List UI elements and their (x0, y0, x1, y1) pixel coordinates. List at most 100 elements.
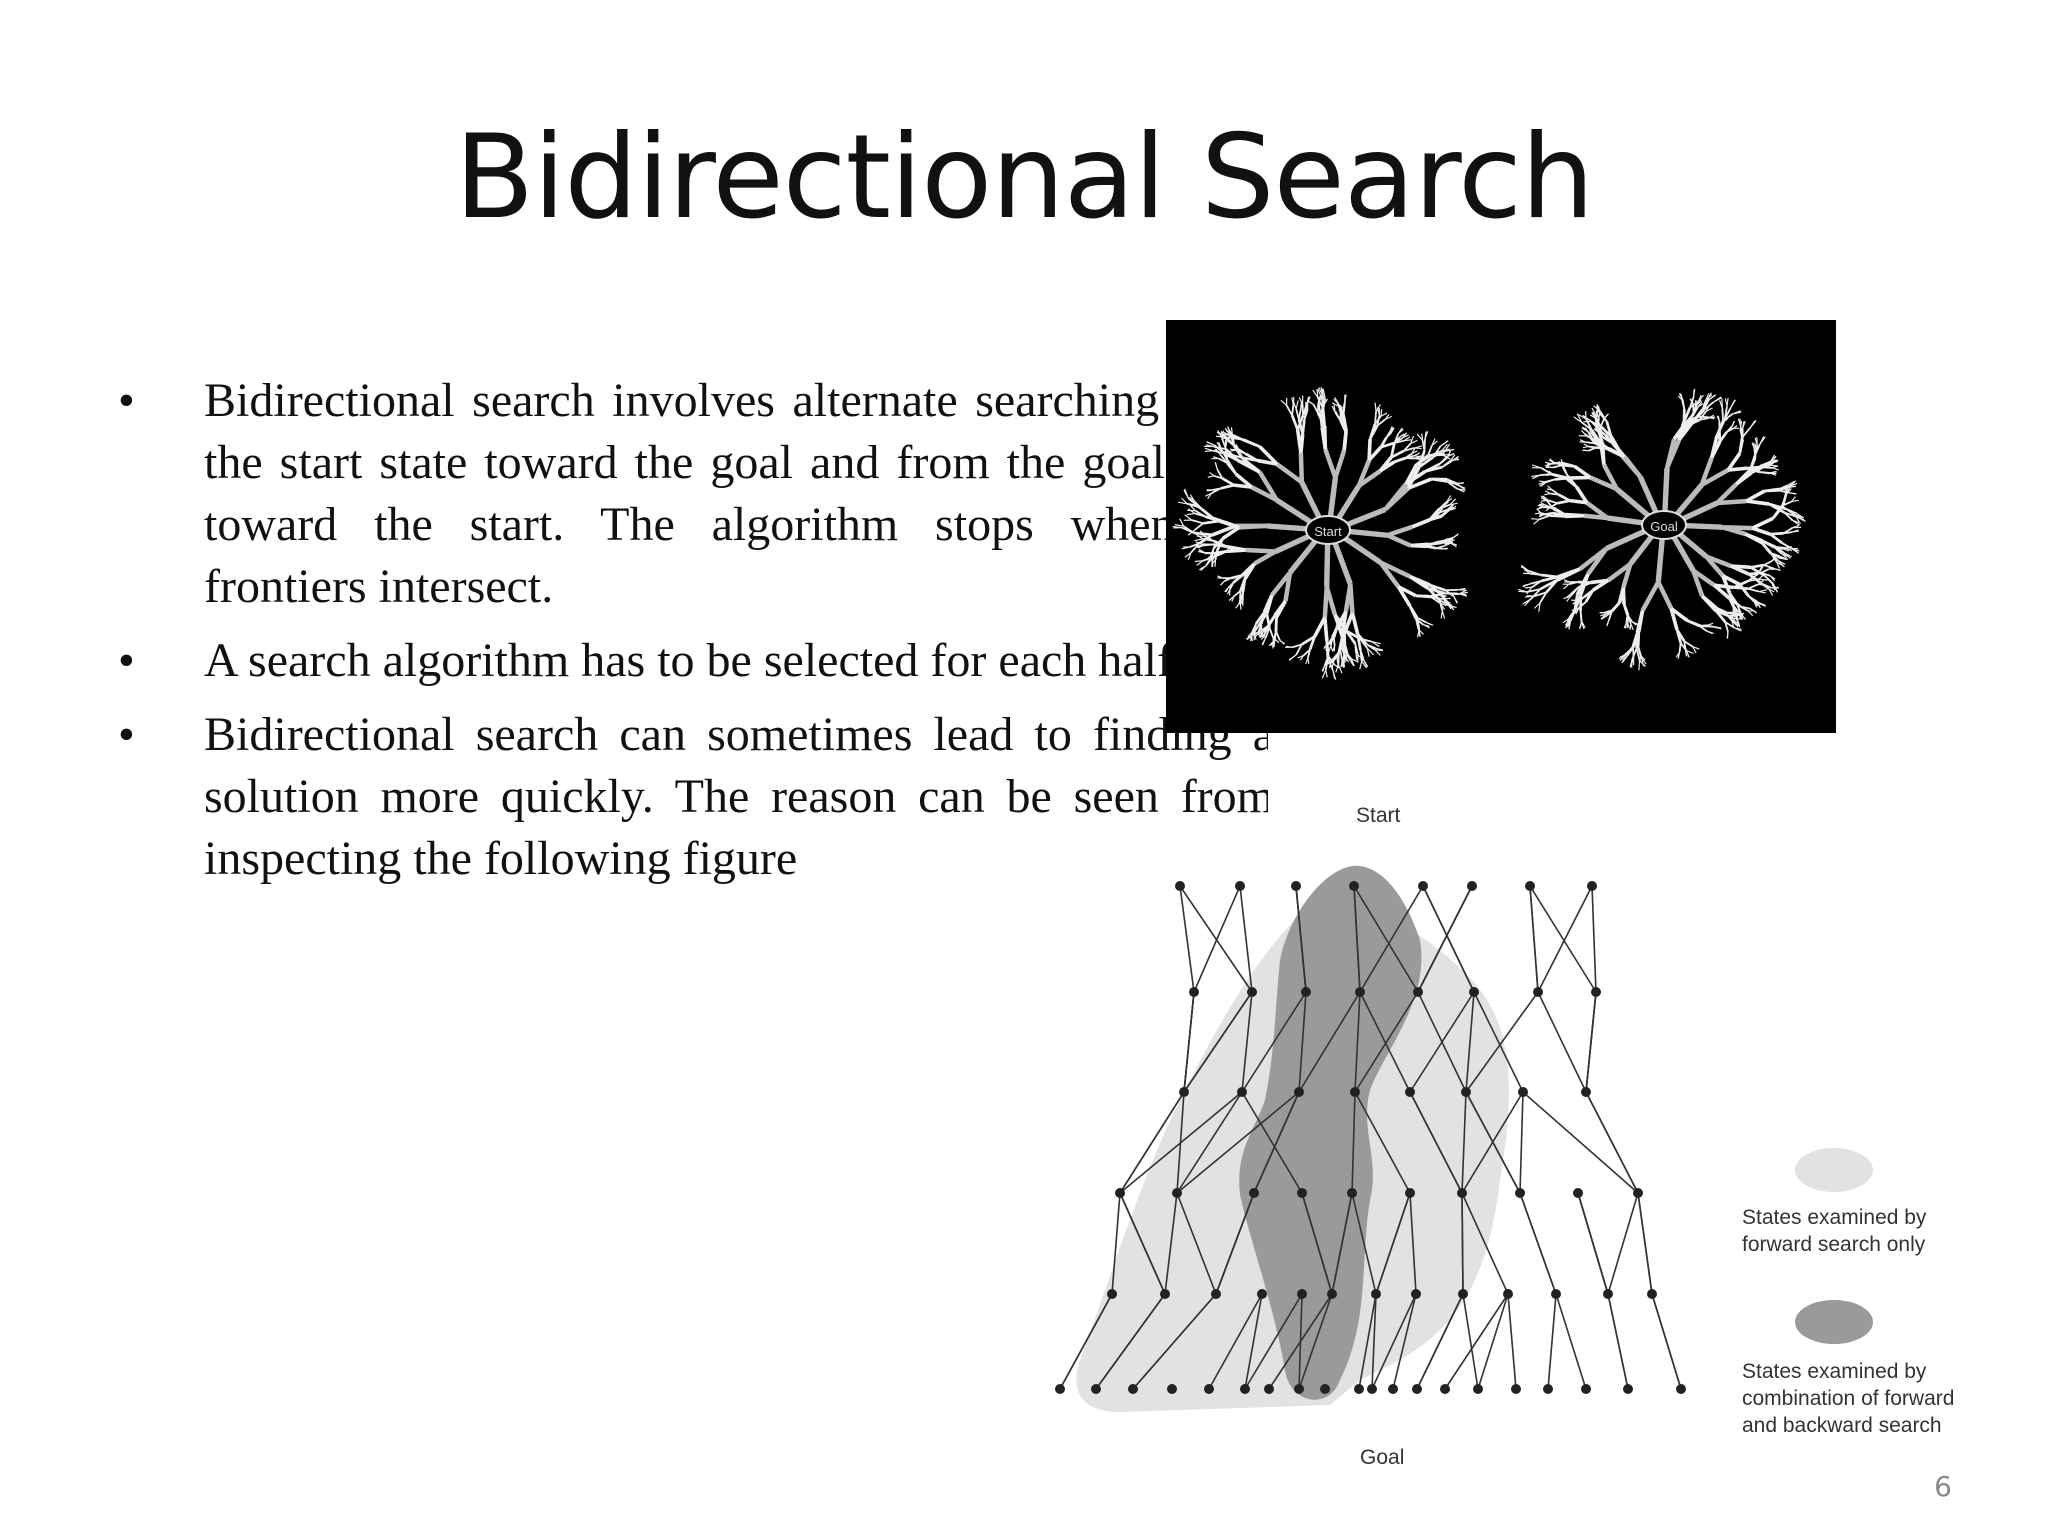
tree-branch (1371, 641, 1380, 648)
tree-branch (1747, 610, 1754, 617)
tree-branch (1447, 505, 1452, 512)
tree-branch (1542, 495, 1549, 501)
graph-nodes (1055, 881, 1686, 1394)
start-node: Start (1305, 515, 1351, 545)
tree-branch (1601, 463, 1619, 491)
graph-edge (1477, 1293, 1509, 1390)
start-node-label: Start (1314, 524, 1342, 539)
tree-branch (1724, 621, 1736, 629)
tree-branch (1335, 399, 1340, 407)
tree-branch (1231, 454, 1243, 459)
tree-branch (1416, 617, 1427, 624)
graph-node (1355, 987, 1365, 997)
tree-branch (1267, 614, 1277, 627)
tree-branch (1201, 508, 1215, 520)
tree-branch (1715, 482, 1738, 505)
tree-branch (1692, 388, 1696, 398)
tree-branch (1418, 456, 1434, 469)
graph-node (1581, 1087, 1591, 1097)
tree-branch (1332, 645, 1336, 651)
graph-node (1411, 1289, 1421, 1299)
tree-branch (1450, 542, 1457, 548)
tree-branch (1236, 449, 1246, 455)
tree-branch (1404, 463, 1419, 485)
tree-branch (1234, 472, 1253, 489)
tree-branch (1220, 483, 1235, 490)
tree-branch (1528, 570, 1542, 576)
graph-node (1515, 1188, 1525, 1198)
tree-branch (1431, 477, 1448, 483)
graph-node (1518, 1087, 1528, 1097)
tree-branch (1298, 452, 1305, 483)
tree-branch (1544, 511, 1554, 516)
tree-branch (1288, 654, 1297, 661)
graph-node (1128, 1384, 1138, 1394)
tree-branch (1626, 646, 1635, 657)
tree-branch (1630, 623, 1634, 631)
tree-branch (1333, 664, 1341, 669)
tree-branch (1431, 440, 1438, 446)
tree-branch (1287, 539, 1318, 575)
tree-branch (1721, 525, 1746, 537)
graph-edge (1298, 991, 1307, 1093)
tree-branch (1710, 441, 1722, 459)
tree-branch (1583, 513, 1608, 521)
tree-branch (1403, 439, 1412, 442)
graph-edge (1461, 1091, 1467, 1194)
combined-search-region (1239, 865, 1422, 1400)
graph-node (1294, 1087, 1304, 1097)
tree-branch (1545, 579, 1559, 594)
tree-branch (1757, 579, 1764, 585)
tree-branch (1590, 578, 1609, 585)
tree-branch (1746, 499, 1770, 506)
slide-title: Bidirectional Search (454, 110, 1595, 245)
tree-branch (1191, 519, 1204, 525)
graph-edge (1461, 1192, 1509, 1295)
bullet-item: • A search algorithm has to be selected … (118, 630, 1185, 692)
tree-branch (1788, 492, 1797, 495)
tree-branch (1317, 397, 1324, 410)
tree-branch (1342, 414, 1348, 430)
tree-branch (1189, 494, 1196, 503)
graph-edge (1461, 1192, 1464, 1295)
graph-node (1091, 1384, 1101, 1394)
tree-branch (1768, 588, 1774, 596)
tree-branch (1228, 589, 1231, 596)
graph-edge (1095, 1293, 1166, 1390)
graph-edge (1298, 1293, 1333, 1390)
tree-branch (1444, 592, 1459, 596)
tree-branch (1213, 474, 1223, 480)
tree-branch (1216, 469, 1224, 479)
tree-branch (1794, 514, 1800, 523)
tree-branch (1732, 410, 1741, 415)
tree-branch (1726, 631, 1729, 639)
tree-branch (1410, 439, 1418, 445)
tree-branch (1736, 619, 1741, 626)
graph-edges (1059, 885, 1682, 1390)
tree-branch (1229, 433, 1243, 441)
tree-branch (1193, 531, 1213, 537)
graph-edge (1607, 1293, 1629, 1390)
tree-branch (1548, 499, 1558, 505)
tree-branch (1172, 525, 1183, 529)
tree-branch (1299, 481, 1322, 519)
tree-branch (1772, 583, 1779, 592)
tree-branch (1209, 471, 1215, 477)
tree-branch (1615, 486, 1651, 519)
tree-branch (1200, 565, 1207, 571)
tree-branch (1449, 505, 1457, 511)
tree-branch (1361, 660, 1368, 669)
tree-branch (1417, 450, 1426, 468)
tree-branch (1538, 513, 1545, 518)
tree-branch (1770, 531, 1784, 536)
tree-branch (1187, 529, 1196, 536)
tree-branch (1440, 594, 1447, 603)
bullet-text: A search algorithm has to be selected fo… (204, 634, 1185, 687)
tree-branch (1734, 610, 1739, 620)
tree-branch (1322, 425, 1328, 450)
tree-branch (1194, 522, 1204, 531)
tree-branch (1771, 557, 1777, 562)
tree-branch (1739, 420, 1743, 430)
tree-branch (1308, 636, 1316, 650)
tree-branch (1782, 547, 1789, 550)
